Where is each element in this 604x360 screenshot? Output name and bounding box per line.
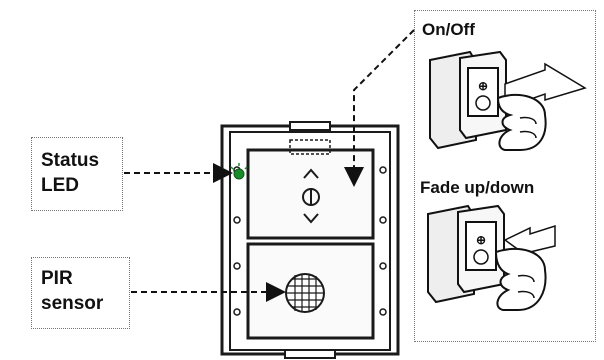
hand-icon <box>496 93 547 151</box>
up-chevron-icon <box>303 168 319 179</box>
status-led-label-line1: Status <box>41 150 100 171</box>
panel-connector-arrow <box>344 29 415 187</box>
svg-text:⊕: ⊕ <box>476 233 486 247</box>
on-off-illustration: ⊕ <box>429 50 587 151</box>
fade-label: Fade up/down <box>420 178 535 197</box>
pir-sensor-label-line1: PIR <box>41 268 73 289</box>
status-led-callout <box>31 137 123 211</box>
fade-illustration: ⊕ <box>427 204 556 311</box>
fresnel-lens-icon <box>285 273 325 313</box>
power-icon <box>302 188 320 206</box>
hand-icon <box>494 247 547 311</box>
status-led <box>233 168 245 180</box>
pir-sensor-label-line2: sensor <box>41 293 104 314</box>
pir-sensor-callout <box>31 257 130 329</box>
on-off-label: On/Off <box>422 20 475 39</box>
svg-text:⊕: ⊕ <box>478 79 488 93</box>
down-chevron-icon <box>303 213 319 224</box>
dimmer-button-module <box>246 139 375 240</box>
status-led-label-line2: LED <box>41 175 79 196</box>
